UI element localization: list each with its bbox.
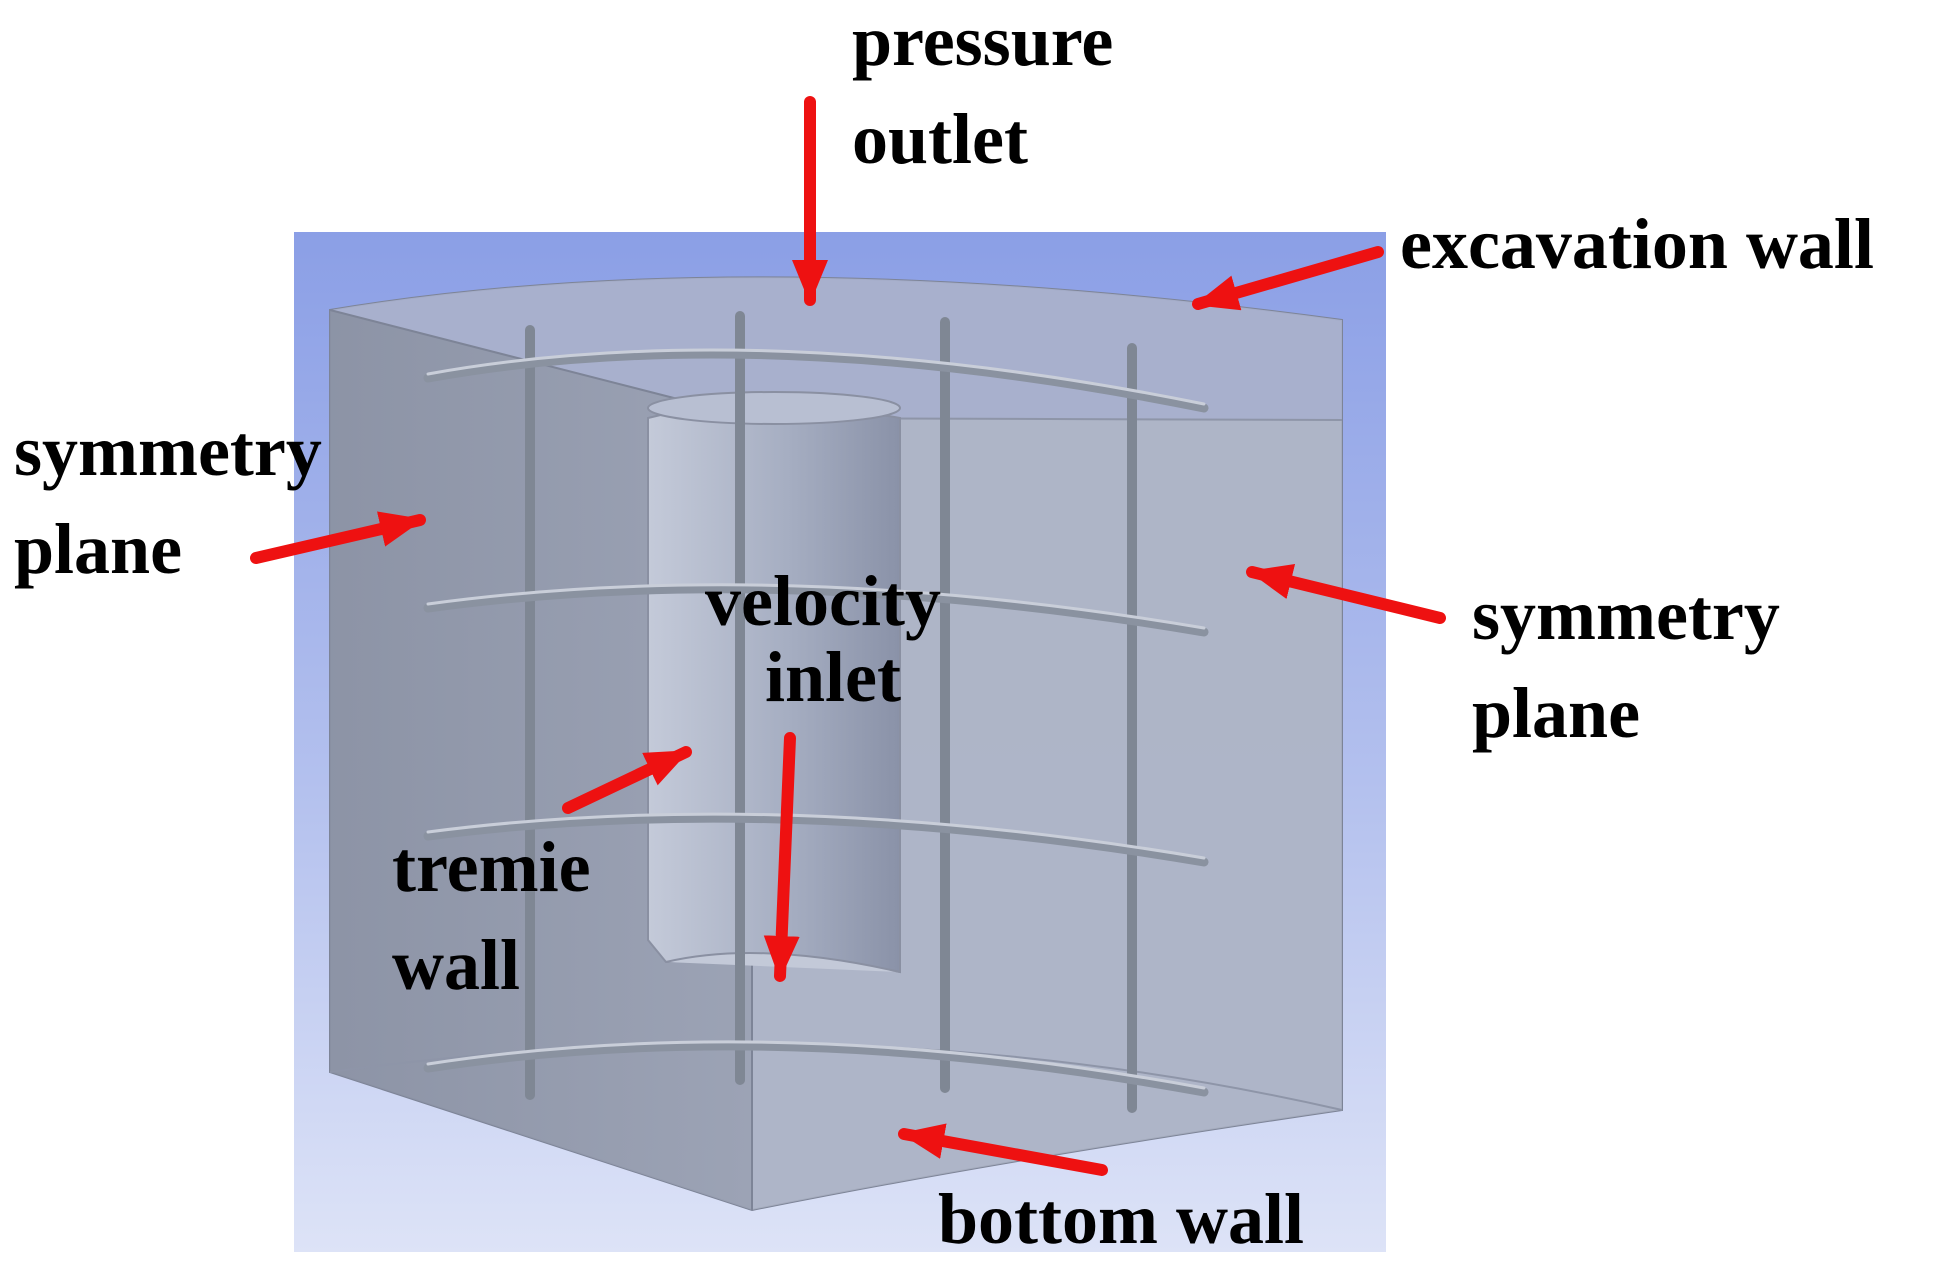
arrow-bottom-wall — [898, 1123, 1108, 1176]
arrow-symmetry-plane-left — [250, 511, 426, 564]
label-symmetry-plane-right: symmetry plane — [1472, 575, 1780, 753]
label-tremie-wall: tremie wall — [392, 827, 591, 1005]
arrow-excavation-wall — [1192, 246, 1384, 311]
rebar-verticals — [525, 311, 1137, 1113]
label-bottom-wall: bottom wall — [938, 1179, 1304, 1259]
label-pressure-outlet: pressure outlet — [852, 1, 1114, 179]
arrow-tremie-wall — [562, 746, 692, 814]
arrow-velocity-inlet — [763, 732, 800, 982]
rebar-hoops — [423, 349, 1209, 1097]
pointer-arrows — [250, 96, 1446, 1176]
left-symmetry-face — [330, 310, 752, 1210]
arrow-symmetry-plane-right — [1246, 564, 1446, 624]
label-excavation-wall: excavation wall — [1400, 204, 1874, 284]
label-symmetry-plane-left: symmetry plane — [14, 411, 322, 589]
label-velocity-inlet: velocity inlet — [705, 561, 941, 717]
